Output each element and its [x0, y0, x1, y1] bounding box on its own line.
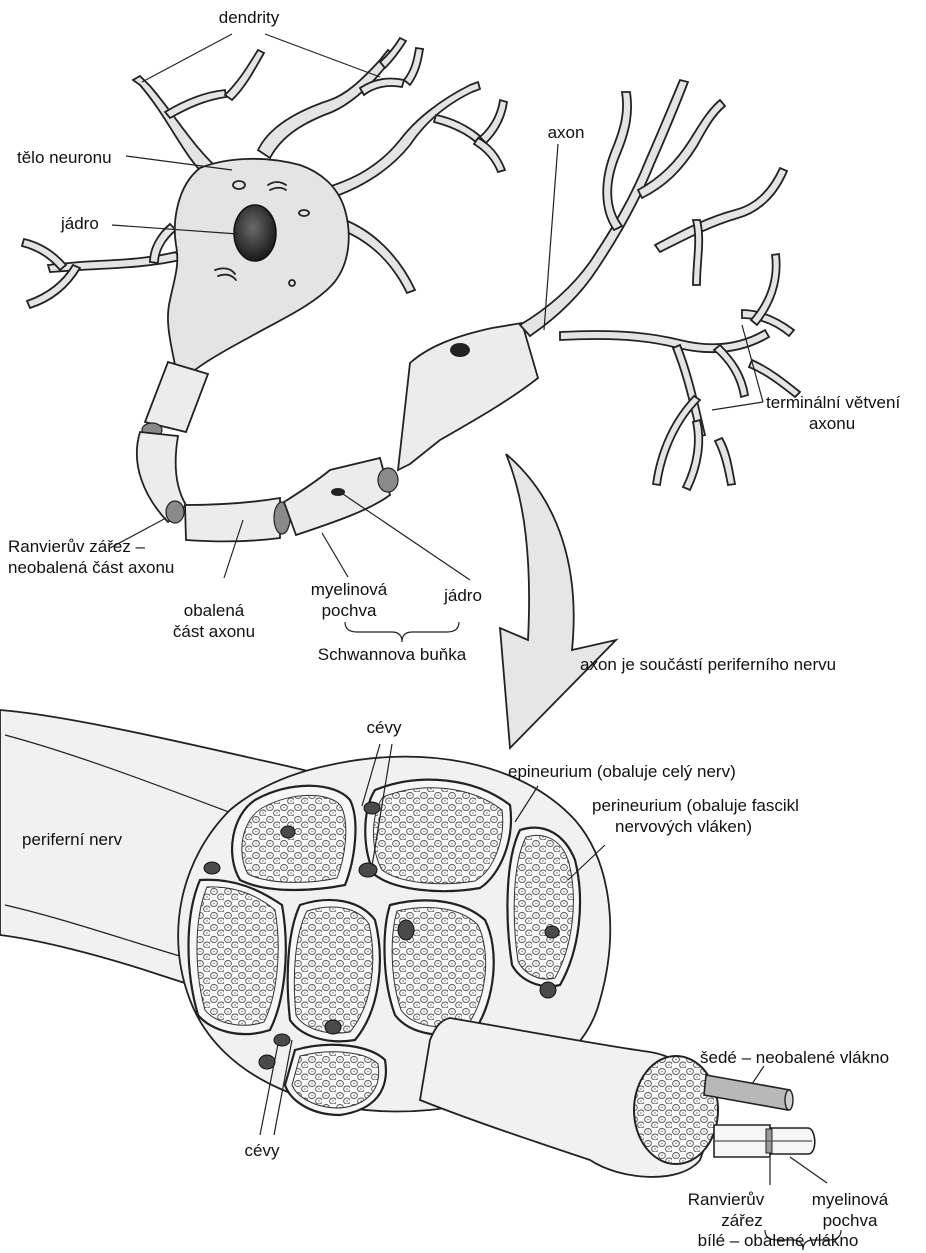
label-axon: axon	[548, 123, 585, 142]
label-myelinova-2: pochva	[322, 601, 377, 620]
label-jadro-schwann: jádro	[443, 586, 482, 605]
label-perineurium-2: nervových vláken)	[615, 817, 752, 836]
label-ranvier-b-2: zářez	[721, 1211, 763, 1230]
label-obalena-1: obalená	[184, 601, 245, 620]
label-obalena-2: část axonu	[173, 622, 255, 641]
label-epineurium: epineurium (obaluje celý nerv)	[508, 762, 736, 781]
label-periferni-nerv: periferní nerv	[22, 830, 123, 849]
label-ranvier-1: Ranvierův zářez –	[8, 537, 146, 556]
neuron-body	[168, 159, 349, 370]
label-myelinova-b-1: myelinová	[812, 1190, 889, 1209]
label-terminalni-1: terminální větvení	[766, 393, 900, 412]
label-cevy-top: cévy	[367, 718, 402, 737]
transition-arrow	[500, 454, 616, 748]
nerve-tube-end	[634, 1056, 718, 1164]
label-sede: šedé – neobalené vlákno	[700, 1048, 889, 1067]
label-cevy-bottom: cévy	[245, 1141, 280, 1160]
label-myelinova-1: myelinová	[311, 580, 388, 599]
label-myelinova-b-2: pochva	[823, 1211, 878, 1230]
label-ranvier-2: neobalená část axonu	[8, 558, 174, 577]
label-dendrity: dendrity	[219, 8, 280, 27]
label-perineurium-1: perineurium (obaluje fascikl	[592, 796, 799, 815]
label-schwannova-bunka: Schwannova buňka	[318, 645, 467, 664]
label-axon-soucasti: axon je součástí periferního nervu	[580, 655, 836, 674]
label-terminalni-2: axonu	[809, 414, 855, 433]
label-jadro-neuronu: jádro	[60, 214, 99, 233]
label-ranvier-b-1: Ranvierův	[688, 1190, 765, 1209]
label-bile: bílé – obalené vlákno	[698, 1231, 859, 1250]
neuron	[22, 38, 800, 541]
label-telo-neuronu: tělo neuronu	[17, 148, 112, 167]
neuron-nucleus	[234, 205, 276, 261]
myelinated-fiber	[714, 1125, 815, 1157]
